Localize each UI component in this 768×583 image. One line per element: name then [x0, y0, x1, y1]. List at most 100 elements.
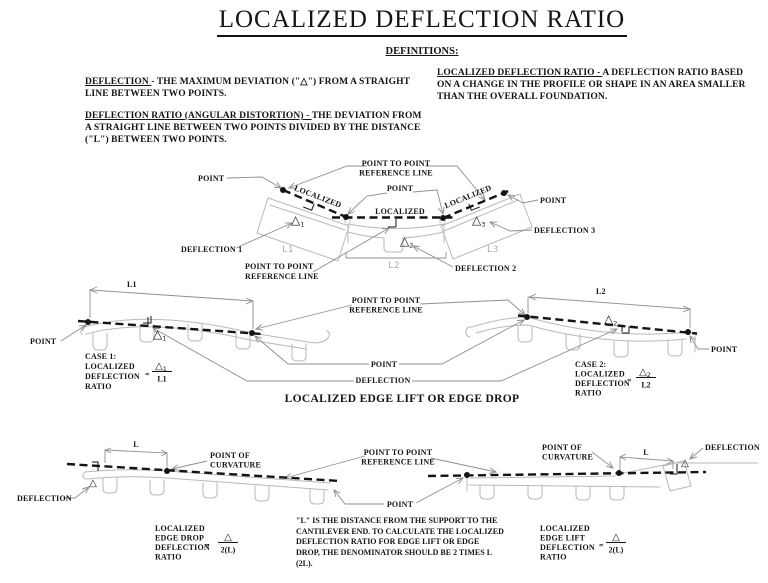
definition-deflection: DEFLECTION - THE MAXIMUM DEVIATION ("△")… — [85, 77, 417, 101]
dimension-l-label: L — [133, 440, 139, 449]
point-to-point-reference-line-label: POINT TO POINT — [364, 448, 433, 457]
fraction-denominator: 2(L) — [609, 546, 624, 555]
deflection-label: DEFLECTION — [705, 443, 760, 452]
definition-text: A DEFLECTION RATIO BASED ON A CHANGE IN … — [437, 68, 746, 102]
diagram-case-sections: POINT POINT POINT TO POINT REFERENCE LIN… — [30, 280, 738, 398]
dimension-l1-label: L1 — [127, 280, 137, 289]
point-label: POINT — [387, 500, 414, 509]
definition-term: LOCALIZED DEFLECTION RATIO - — [437, 68, 603, 78]
deflection-label: DEFLECTION — [356, 376, 411, 385]
point-label: POINT — [30, 337, 57, 346]
localized-label: LOCALIZED — [375, 207, 425, 216]
slab-outlines — [82, 460, 759, 505]
fraction-numerator: △ — [224, 532, 232, 543]
point-of-curvature-label: POINT OF — [210, 451, 250, 460]
case2-line: LOCALIZED — [575, 370, 625, 379]
definition-localized-deflection-ratio: LOCALIZED DEFLECTION RATIO - A DEFLECTIO… — [437, 68, 759, 103]
leader-lines — [60, 286, 709, 382]
diagram-edge-sections: △ △ DEFLECTION DEFLECTION L L POINT OF C… — [17, 440, 760, 562]
deflection-2-label: DEFLECTION 2 — [455, 264, 516, 273]
fraction-numerator: △1 — [155, 361, 167, 373]
point-to-point-reference-line-label: REFERENCE LINE — [245, 272, 319, 281]
case1-line: RATIO — [85, 382, 112, 391]
edge-lift-line: EDGE LIFT — [540, 534, 586, 543]
delta-1-symbol: △1 — [153, 327, 166, 343]
case1-line: LOCALIZED — [85, 362, 135, 371]
definition-deflection-ratio: DEFLECTION RATIO (ANGULAR DISTORTION) - … — [85, 111, 423, 146]
deflection-tick-marks — [143, 316, 630, 334]
equals-sign: = — [205, 541, 210, 550]
fraction-numerator: △ — [612, 532, 620, 543]
definitions-heading: DEFINITIONS: — [385, 46, 459, 57]
leader-lines — [226, 165, 539, 273]
point-label: POINT — [371, 360, 398, 369]
equals-sign: = — [627, 376, 632, 385]
delta-3-symbol: △3 — [472, 213, 485, 229]
point-of-curvature-label: CURVATURE — [210, 461, 261, 470]
point-to-point-reference-lines — [282, 188, 512, 220]
edge-lift-formula: LOCALIZED EDGE LIFT DEFLECTION RATIO = △… — [540, 524, 626, 562]
definition-text: - THE MAXIMUM DEVIATION ("△") FROM A STR… — [85, 77, 410, 99]
point-label: POINT — [540, 196, 567, 205]
span-length-l1-label: L1 — [282, 245, 294, 255]
point-to-point-reference-line-label: REFERENCE LINE — [359, 169, 433, 178]
case1-formula: CASE 1: LOCALIZED DEFLECTION RATIO = △1 … — [85, 352, 172, 391]
point-to-point-reference-line-label: REFERENCE LINE — [361, 458, 435, 467]
diagram-profile-spans: POINT POINT TO POINT REFERENCE LINE POIN… — [181, 159, 595, 281]
deflection-3-label: DEFLECTION 3 — [534, 226, 595, 235]
edge-lift-line: RATIO — [540, 553, 567, 562]
equals-sign: = — [145, 370, 150, 379]
point-to-point-reference-line-label: POINT TO POINT — [245, 262, 314, 271]
delta-2-symbol: △2 — [604, 312, 617, 328]
point-to-point-reference-line-label: POINT TO POINT — [352, 296, 421, 305]
delta-2-symbol: △2 — [400, 234, 413, 250]
point-of-curvature-label: CURVATURE — [542, 453, 593, 462]
sheet-title: LOCALIZED DEFLECTION RATIO — [76, 6, 768, 37]
edge-drop-formula: LOCALIZED EDGE DROP DEFLECTION RATIO = △… — [155, 524, 238, 562]
delta-symbol: △ — [89, 478, 97, 489]
survey-points — [280, 187, 507, 221]
deflection-tick-marks — [303, 203, 480, 228]
definition-text: THE DEVIATION FROM A STRAIGHT LINE BETWE… — [85, 111, 422, 145]
deflection-tick-marks — [92, 461, 678, 475]
cantilever-note: "L" IS THE DISTANCE FROM THE SUPPORT TO … — [296, 516, 504, 568]
slab-outlines — [256, 193, 533, 262]
dimension-l-label: L — [643, 448, 649, 457]
survey-points — [85, 314, 691, 336]
point-to-point-reference-line-label: POINT TO POINT — [362, 159, 431, 168]
delta-1-symbol: △1 — [291, 213, 304, 229]
deflection-1-label: DEFLECTION 1 — [181, 245, 242, 254]
span-length-l3-label: L3 — [487, 245, 499, 255]
leader-lines — [63, 447, 704, 505]
fraction-denominator: L1 — [157, 375, 166, 384]
point-label: POINT — [711, 345, 738, 354]
fraction-denominator: L2 — [641, 381, 650, 390]
case1-line: DEFLECTION — [85, 372, 140, 381]
equals-sign: = — [599, 541, 604, 550]
case1-line: CASE 1: — [85, 352, 116, 361]
delta-symbol: △ — [681, 458, 689, 469]
case2-line: CASE 2: — [575, 360, 606, 369]
fraction-numerator: △2 — [639, 367, 651, 379]
deflection-label: DEFLECTION — [17, 494, 72, 503]
definition-term: DEFLECTION — [85, 77, 152, 87]
point-to-point-reference-lines — [66, 462, 707, 483]
edge-drop-line: RATIO — [155, 553, 182, 562]
case2-formula: CASE 2: LOCALIZED DEFLECTION RATIO = △2 … — [575, 360, 656, 398]
point-of-curvature-label: POINT OF — [542, 443, 582, 452]
edge-lift-line: DEFLECTION — [540, 543, 595, 552]
case2-line: RATIO — [575, 389, 602, 398]
span-length-l2-label: L2 — [388, 261, 400, 271]
definition-term: DEFLECTION RATIO (ANGULAR DISTORTION) - — [85, 111, 312, 121]
point-to-point-reference-lines — [77, 314, 698, 336]
point-label: POINT — [198, 174, 225, 183]
point-to-point-reference-line-label: REFERENCE LINE — [349, 306, 423, 315]
dimension-l2-label: L2 — [596, 287, 606, 296]
localized-label: LOCALIZED — [443, 183, 493, 210]
fraction-denominator: 2(L) — [221, 546, 236, 555]
edge-lift-drop-heading: LOCALIZED EDGE LIFT OR EDGE DROP — [284, 393, 520, 405]
case2-line: DEFLECTION — [575, 379, 630, 388]
survey-points — [164, 468, 622, 478]
